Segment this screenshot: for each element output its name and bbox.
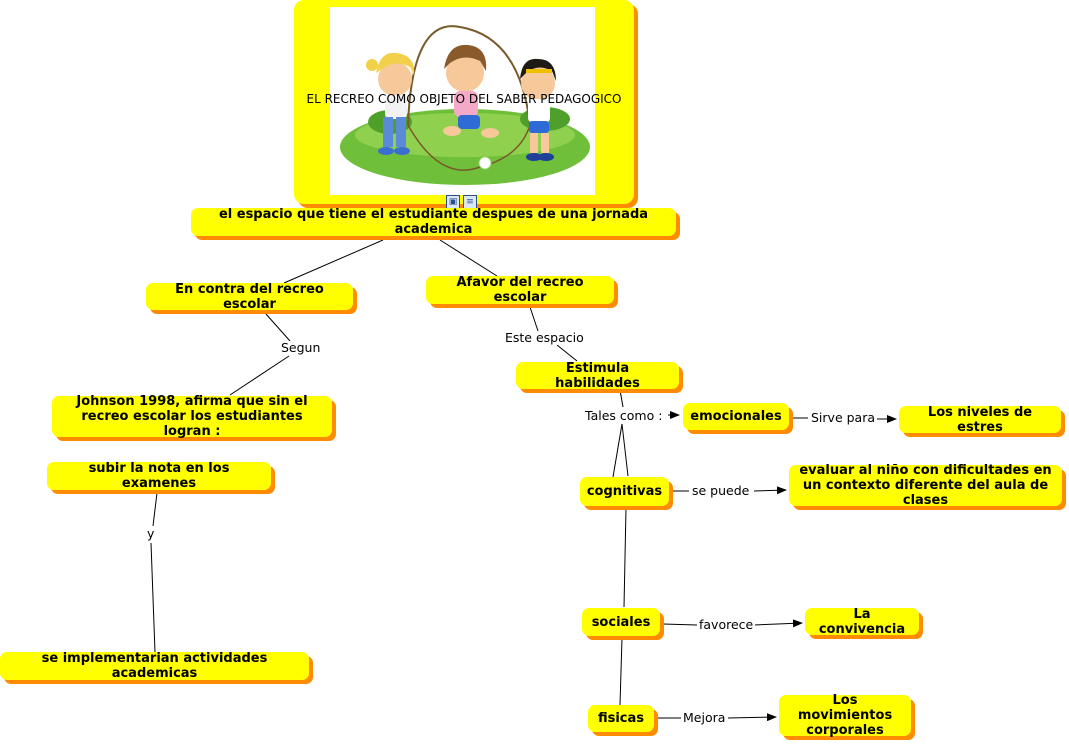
node-contra[interactable]: En contra del recreo escolar xyxy=(146,282,353,312)
link-label-favorece: favorece xyxy=(697,617,756,632)
node-johnson[interactable]: Johnson 1998, afirma que sin el recreo e… xyxy=(52,394,332,439)
node-evaluar[interactable]: evaluar al niño con dificultades en un c… xyxy=(789,463,1062,508)
node-implementar[interactable]: se implementarian actividades academicas xyxy=(0,651,309,681)
node-subir[interactable]: subir la nota en los examenes xyxy=(47,461,271,491)
children-jumping-rope-illustration xyxy=(330,7,595,195)
node-cognitivas[interactable]: cognitivas xyxy=(580,477,669,506)
node-niveles[interactable]: Los niveles de estres xyxy=(899,405,1061,435)
node-movimientos[interactable]: Los movimientos corporales xyxy=(779,693,911,738)
node-estimula[interactable]: Estimula habilidades xyxy=(516,361,679,391)
playground-scene xyxy=(340,25,590,185)
link-label-tales-como: Tales como : xyxy=(583,408,665,423)
link-label-y: y xyxy=(145,526,157,541)
node-convivencia[interactable]: La convivencia xyxy=(805,607,919,637)
node-definition[interactable]: el espacio que tiene el estudiante despu… xyxy=(191,207,676,237)
node-sociales[interactable]: sociales xyxy=(582,608,660,636)
root-image-node[interactable]: EL RECREO COMO OBJETO DEL SABER PEDAGOGI… xyxy=(294,0,634,209)
link-label-mejora: Mejora xyxy=(681,710,728,725)
node-emocionales[interactable]: emocionales xyxy=(683,403,789,430)
node-favor[interactable]: Afavor del recreo escolar xyxy=(426,275,614,305)
node-fisicas[interactable]: fisicas xyxy=(588,705,654,732)
link-label-sirve-para: Sirve para xyxy=(809,410,878,425)
root-title: EL RECREO COMO OBJETO DEL SABER PEDAGOGI… xyxy=(306,92,622,106)
link-label-segun: Segun xyxy=(279,340,323,355)
link-label-este-espacio: Este espacio xyxy=(503,330,586,345)
link-label-se-puede: se puede xyxy=(690,483,752,498)
